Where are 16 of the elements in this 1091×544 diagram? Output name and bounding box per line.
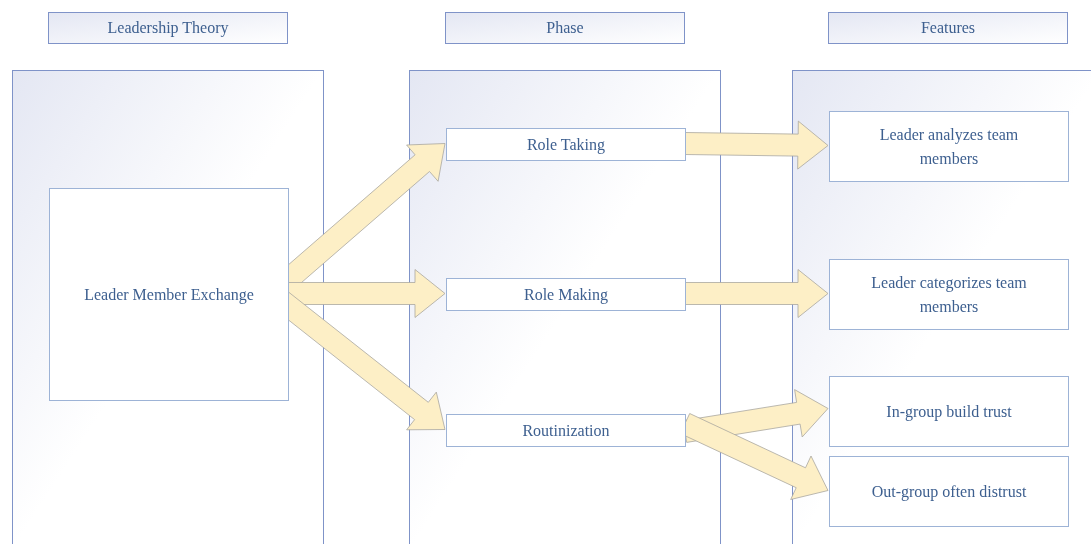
process-box: Routinization (446, 414, 686, 447)
process-box: Out-group often distrust (829, 456, 1069, 527)
column-panel (409, 70, 721, 544)
column-panel (12, 70, 324, 544)
process-box: Role Making (446, 278, 686, 311)
process-box: Leader analyzes team members (829, 111, 1069, 182)
column-panel (792, 70, 1091, 544)
process-box: In-group build trust (829, 376, 1069, 447)
block-arrow (684, 120, 829, 170)
process-box: Leader categorizes team members (829, 259, 1069, 330)
column-header: Leadership Theory (48, 12, 288, 44)
column-header: Features (828, 12, 1068, 44)
process-box: Role Taking (446, 128, 686, 161)
column-header: Phase (445, 12, 685, 44)
block-arrow (684, 269, 829, 318)
process-box: Leader Member Exchange (49, 188, 289, 401)
